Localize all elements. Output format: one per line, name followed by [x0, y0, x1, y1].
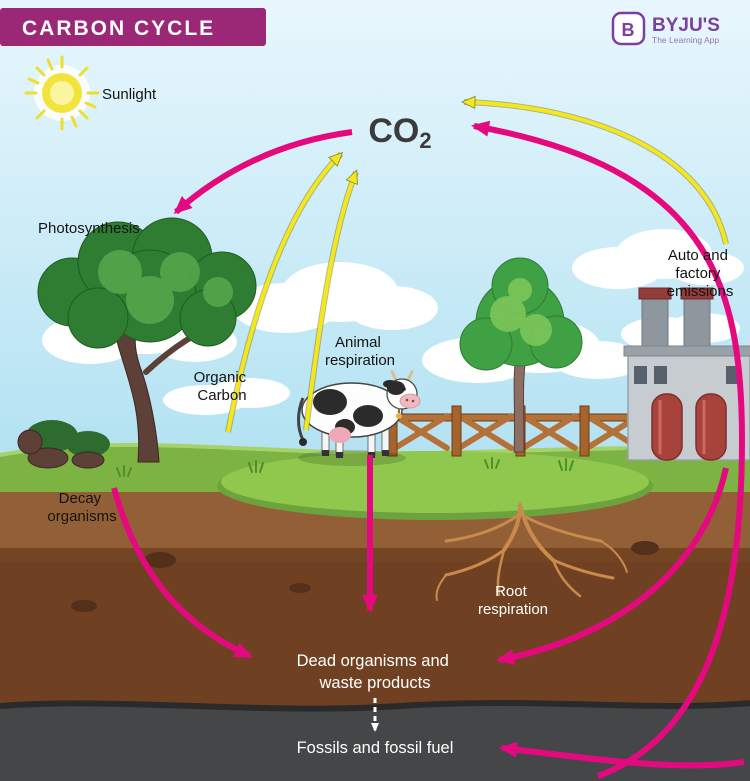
yellow-arrows — [225, 95, 729, 433]
label-photosynthesis: Photosynthesis — [38, 220, 140, 237]
arrow-fossil-fuel-to-co2 — [471, 120, 746, 779]
co2-label: CO2 — [368, 112, 431, 153]
byjus-logo: B BYJU'S The Learning App — [611, 11, 720, 46]
factory — [623, 287, 750, 461]
label-sunlight: Sunlight — [102, 86, 157, 103]
grass-tufts — [116, 457, 574, 477]
roots — [435, 503, 628, 601]
label-fossils: Fossils and fossil fuel — [297, 739, 454, 757]
title-banner: CARBON CYCLE — [0, 8, 266, 46]
bedrock-layer — [0, 700, 750, 781]
byjus-logo-icon — [611, 11, 646, 46]
label-animal-respiration: Animal respiration — [325, 334, 395, 369]
magenta-arrows — [111, 120, 746, 779]
cloud — [572, 229, 744, 289]
byjus-logo-name: BYJU'S — [652, 15, 720, 36]
rocks — [17, 429, 105, 469]
cloud — [233, 262, 438, 333]
label-organic-carbon: Organic Carbon — [194, 369, 251, 404]
factory-tanks — [651, 393, 727, 461]
arrow-co2-to-photosynthesis — [173, 129, 353, 215]
sun — [24, 55, 100, 131]
grass-mound — [217, 451, 653, 520]
arrow-right-to-dead-organisms — [496, 467, 729, 665]
arrow-to-fossils — [499, 741, 745, 769]
cloud — [163, 378, 290, 415]
label-root-respiration: Root respiration — [478, 583, 548, 618]
page-title: CARBON CYCLE — [22, 17, 215, 40]
label-auto-factory-emissions: Auto and factory emissions — [667, 247, 734, 300]
big-tree — [17, 217, 257, 469]
label-dead-organisms: Dead organisms and waste products — [297, 652, 454, 692]
arrow-decay-to-dead-organisms — [111, 487, 253, 659]
small-tree — [459, 257, 583, 453]
byjus-logo-tagline: The Learning App — [652, 35, 719, 45]
svg-text:B: B — [622, 20, 635, 40]
label-decay-organisms: Decay organisms — [47, 490, 116, 525]
